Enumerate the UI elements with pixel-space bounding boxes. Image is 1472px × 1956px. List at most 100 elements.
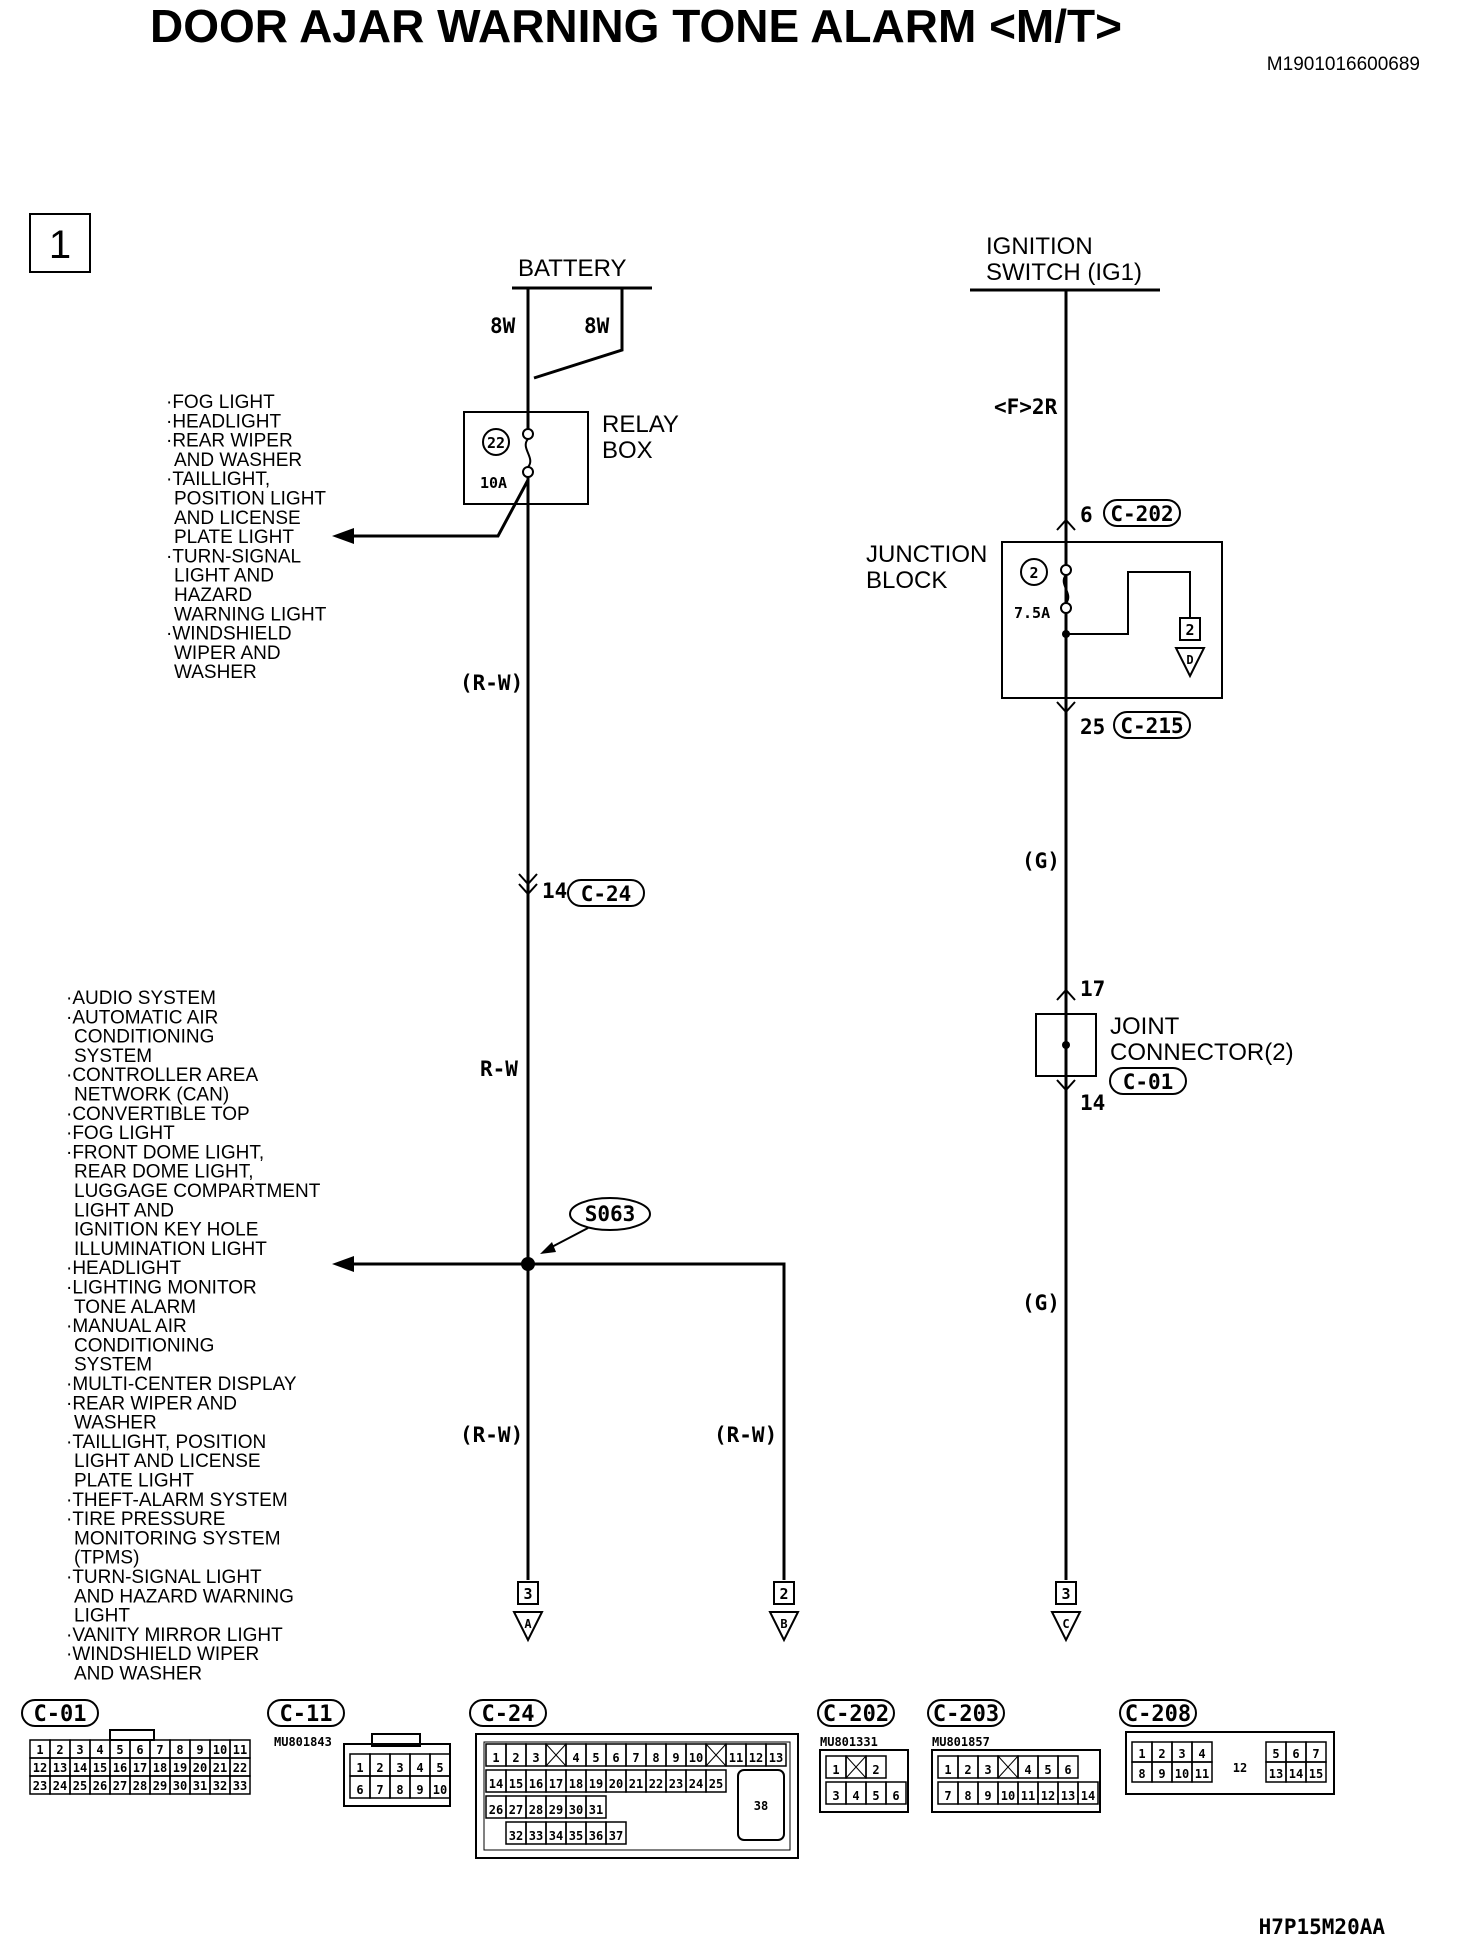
jb-fuse-rating: 7.5A — [1014, 604, 1050, 622]
pin-number: 7 — [1312, 1747, 1319, 1761]
splice-badge — [569, 1197, 651, 1231]
branch-list-line: ·TAILLIGHT, POSITION — [66, 1432, 266, 1453]
jb-in-chevron — [1056, 518, 1076, 531]
c202-connector-badge — [1103, 499, 1181, 527]
jb-in-pin: 6 — [1080, 503, 1093, 527]
ref-a-page: 3 — [523, 1585, 532, 1603]
pin-number: 1 — [832, 1763, 839, 1777]
c208-face-id: C-208 — [1125, 1702, 1191, 1727]
branch-list-line: LIGHT AND — [174, 566, 274, 587]
pin-number: 26 — [93, 1779, 107, 1793]
branch-list-line: ·TIRE PRESSURE — [66, 1509, 225, 1530]
pin-number: 4 — [1024, 1763, 1031, 1777]
pin-number: 33 — [233, 1779, 247, 1793]
branch-list-line: CONDITIONING — [74, 1335, 214, 1356]
c203-part-number: MU801857 — [932, 1735, 990, 1749]
pin-number: 11 — [233, 1743, 247, 1757]
pin-number: 4 — [852, 1789, 859, 1803]
pin-number: 13 — [53, 1761, 67, 1775]
ref-c-letter: C — [1062, 1617, 1069, 1631]
branch-list-line: LIGHT AND LICENSE — [74, 1451, 261, 1472]
branch-list-line: ·MANUAL AIR — [66, 1316, 187, 1337]
pin-number: 8 — [1138, 1767, 1145, 1781]
pin-number: 29 — [153, 1779, 167, 1793]
pin-number: 10 — [1175, 1767, 1189, 1781]
page-number-box — [29, 213, 91, 273]
pin-number: 36 — [589, 1829, 603, 1843]
pin-number: 5 — [1044, 1763, 1051, 1777]
c24-face-inner — [483, 1741, 791, 1851]
c202-face-housing — [819, 1749, 909, 1813]
branch-list-line: AND LICENSE — [174, 508, 301, 529]
pin-number: 2 — [56, 1743, 63, 1757]
pin-number: 26 — [489, 1803, 503, 1817]
pin-number: 10 — [689, 1751, 703, 1765]
splice-pointer-arrow — [540, 1242, 556, 1254]
pin-number: 33 — [529, 1829, 543, 1843]
pin-number: 5 — [116, 1743, 123, 1757]
branch-list-line: ·HEADLIGHT — [66, 1258, 181, 1279]
jb-internal-wire — [1066, 571, 1191, 635]
wire-gauge-left: 8W — [490, 314, 516, 338]
pin-number: 29 — [549, 1803, 563, 1817]
pin-number: 31 — [589, 1803, 603, 1817]
pin-number: 6 — [356, 1783, 363, 1797]
pin-number: 7 — [376, 1783, 383, 1797]
branch-list-line: ·LIGHTING MONITOR — [66, 1278, 257, 1299]
pin-number: 22 — [233, 1761, 247, 1775]
pin-number: 21 — [213, 1761, 227, 1775]
diagram-title: DOOR AJAR WARNING TONE ALARM <M/T> — [150, 0, 1122, 52]
joint-out-chevron — [1056, 1079, 1076, 1092]
pin-number: 11 — [1021, 1789, 1035, 1803]
pin-cell-empty — [545, 1743, 567, 1767]
c215-connector-badge — [1113, 711, 1191, 739]
pin-number: 16 — [113, 1761, 127, 1775]
branch-list-line: REAR DOME LIGHT, — [74, 1162, 253, 1183]
pin-number: 6 — [892, 1789, 899, 1803]
c11-face-badge — [267, 1699, 345, 1727]
pin-number: 2 — [376, 1761, 383, 1775]
pin-number: 8 — [652, 1751, 659, 1765]
branch-list-line: ·TURN-SIGNAL — [166, 546, 301, 567]
pin-cell — [429, 1775, 451, 1799]
battery-wire-right — [533, 288, 624, 380]
pin-number: 15 — [93, 1761, 107, 1775]
pin-number: 9 — [196, 1743, 203, 1757]
pin-number: 27 — [509, 1803, 523, 1817]
pin-number: 17 — [549, 1777, 563, 1791]
pin-number: 9 — [984, 1789, 991, 1803]
pin-number: 14 — [1289, 1767, 1303, 1781]
branch-list-line: MONITORING SYSTEM — [74, 1528, 281, 1549]
c202-face-id: C-202 — [823, 1702, 889, 1727]
pin-number: 1 — [1138, 1747, 1145, 1761]
branch-list-line: ·MULTI-CENTER DISPLAY — [66, 1374, 297, 1395]
ref-b-page: 2 — [779, 1585, 788, 1603]
pin-number: 14 — [73, 1761, 87, 1775]
battery-circuit: BATTERY 8W 8W 22 10A RELAY BOX ·FOG LIGH… — [66, 255, 800, 1684]
pin-cell-empty — [997, 1755, 1019, 1779]
branch-list-line: LUGGAGE COMPARTMENT — [74, 1181, 321, 1202]
splice-id: S063 — [585, 1202, 636, 1226]
pin-number: 24 — [53, 1779, 67, 1793]
joint-out-pin: 14 — [1080, 1091, 1105, 1115]
pin-number: 3 — [76, 1743, 83, 1757]
ref-d-page: 2 — [1185, 621, 1194, 639]
ref-b-triangle — [768, 1611, 800, 1643]
pin-number: 8 — [964, 1789, 971, 1803]
pin-number: 23 — [33, 1779, 47, 1793]
pin-number: 1 — [36, 1743, 43, 1757]
c202-connector-id: C-202 — [1110, 502, 1173, 526]
pin-number: 4 — [96, 1743, 103, 1757]
branch-list-line: HAZARD — [174, 585, 252, 606]
pin-number: 32 — [213, 1779, 227, 1793]
c24-pin-38-box — [737, 1769, 785, 1841]
junction-block — [1001, 541, 1223, 699]
joint-connector-label-1: JOINT — [1110, 1013, 1180, 1040]
branch-list-line: ·VANITY MIRROR LIGHT — [66, 1625, 283, 1646]
pin-number: 13 — [769, 1751, 783, 1765]
pin-number: 5 — [1272, 1747, 1279, 1761]
pin-cell — [229, 1775, 251, 1795]
